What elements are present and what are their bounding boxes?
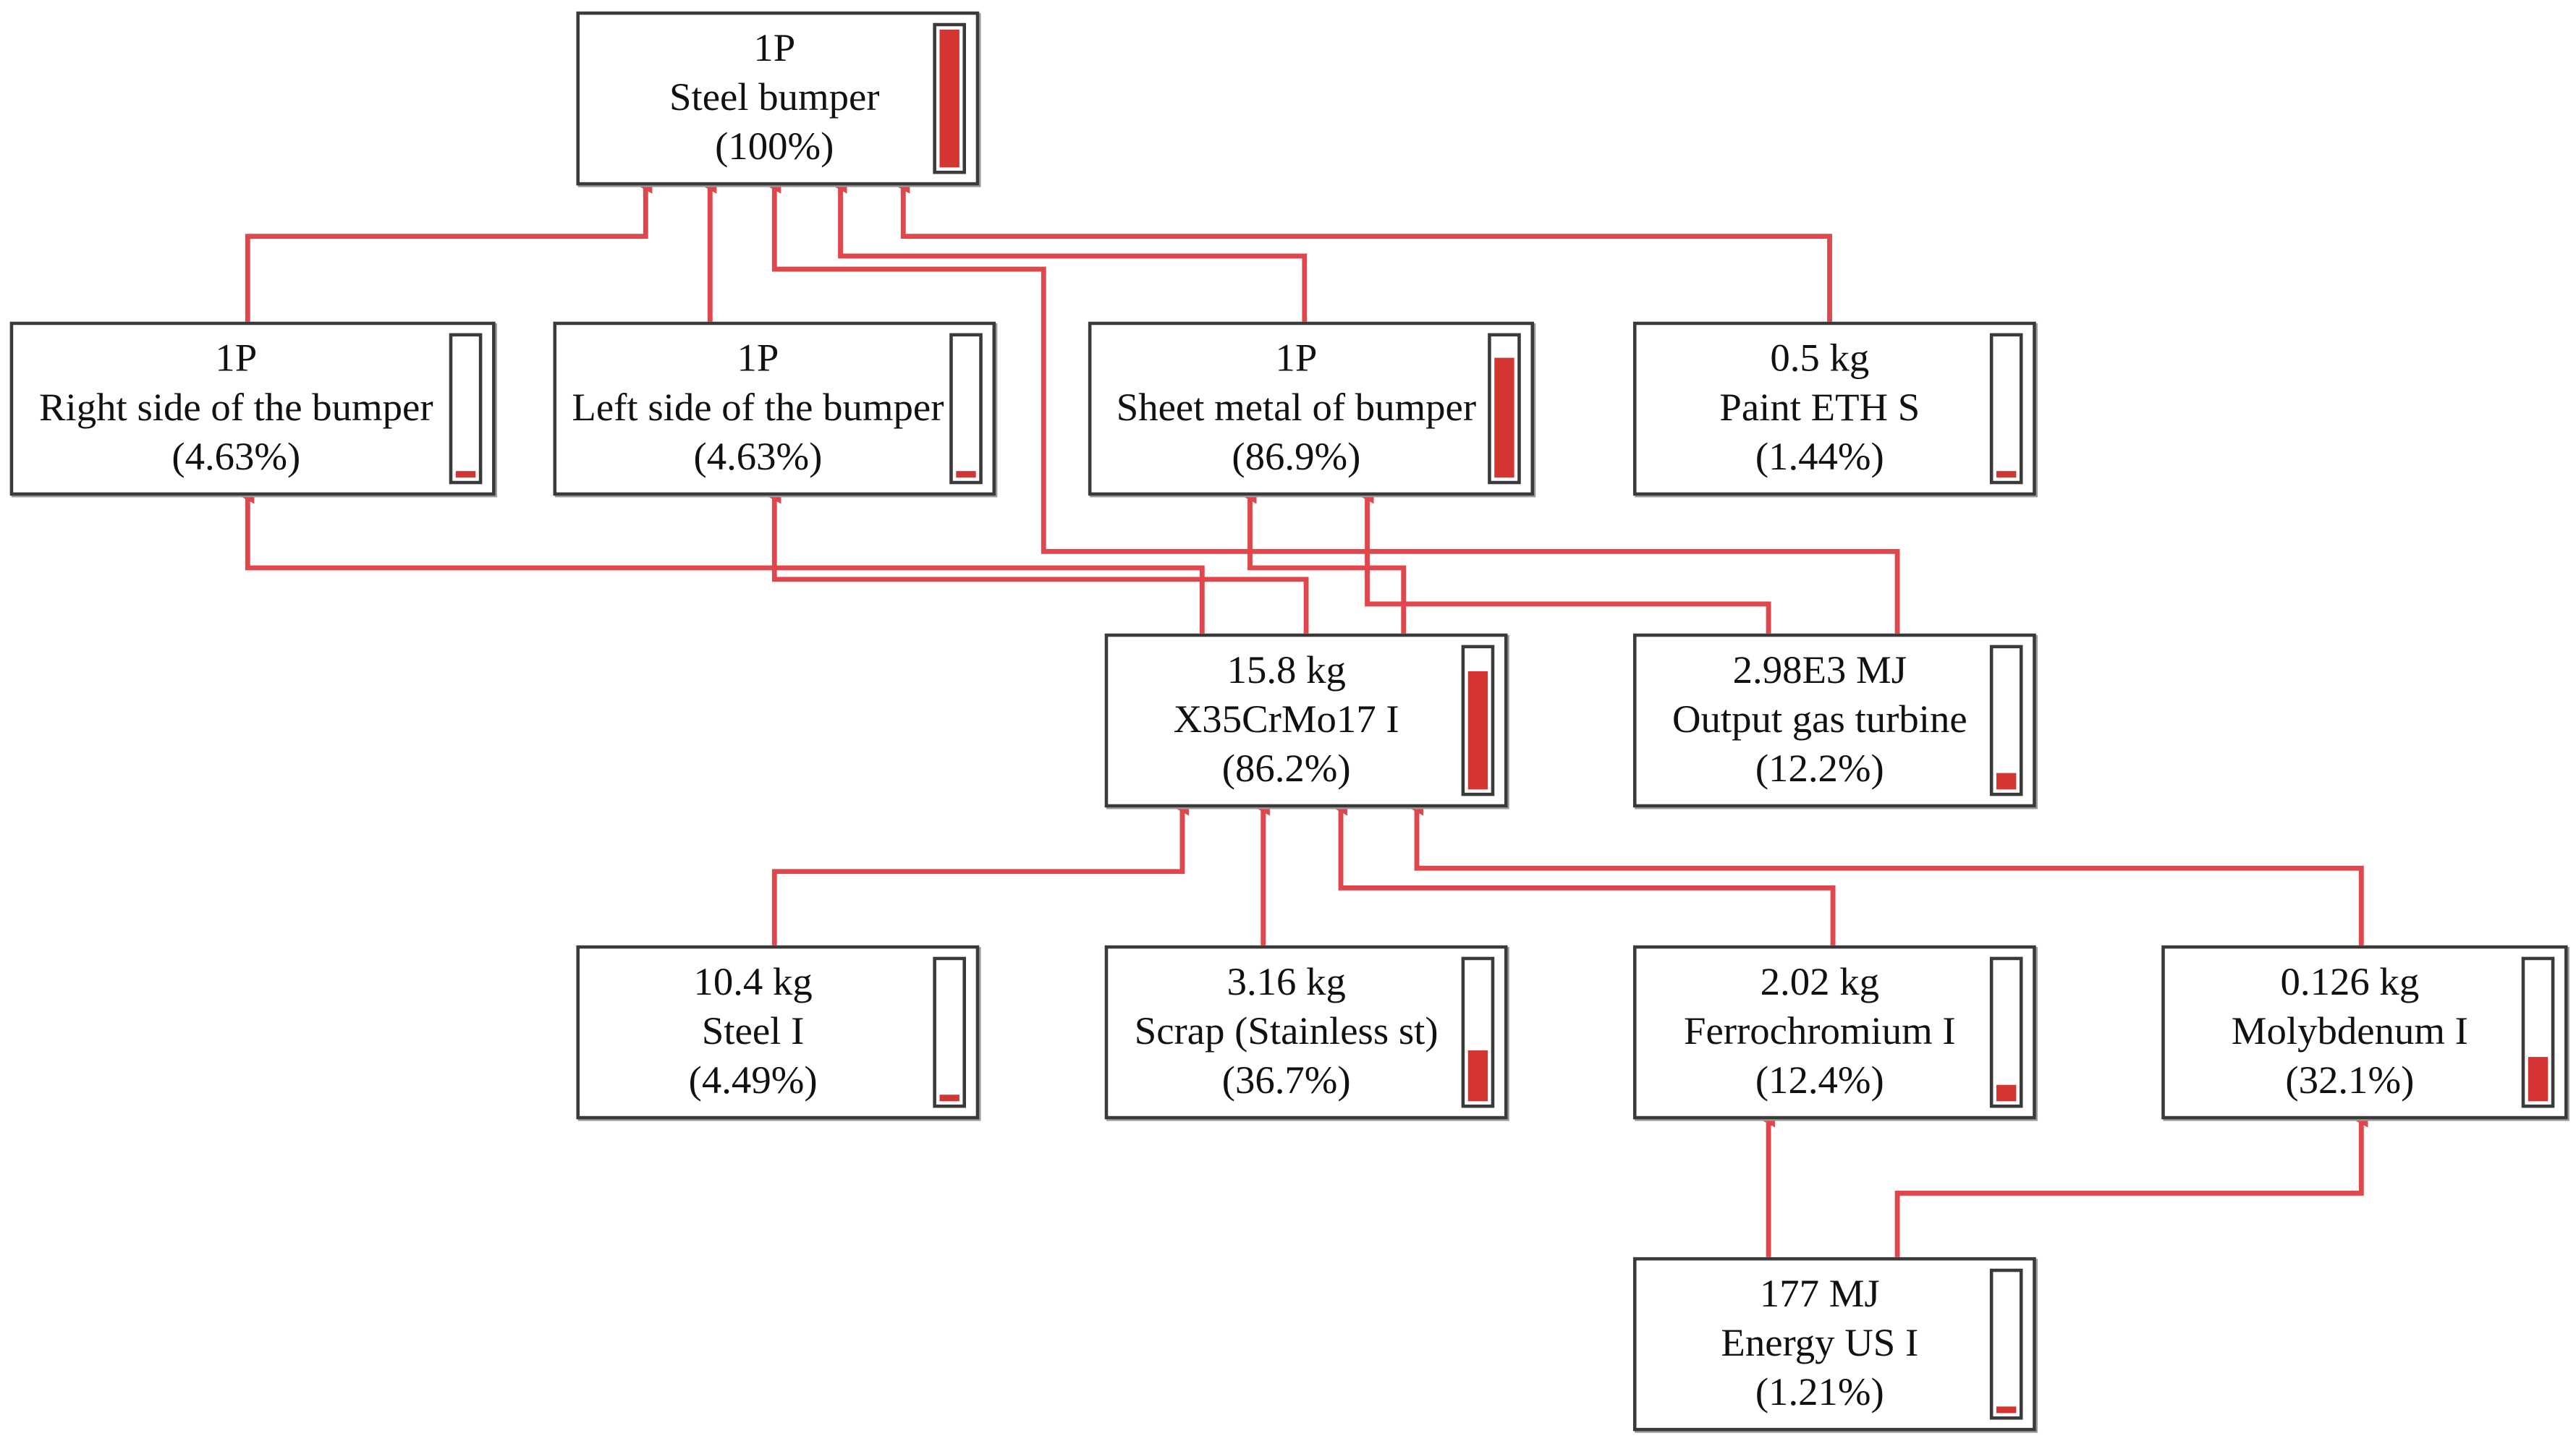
flow-arrow-x35-to-left-side — [766, 487, 1309, 634]
node-name: Molybdenum I — [2231, 1011, 2468, 1054]
meter-fill — [1996, 1406, 2017, 1414]
meter-fill — [939, 1094, 959, 1102]
flow-arrow-x35-to-right-side — [239, 487, 1205, 634]
node-percent: (86.2%) — [1221, 748, 1351, 791]
node-percent: (32.1%) — [2285, 1060, 2415, 1103]
node-percent: (4.49%) — [688, 1060, 818, 1103]
node-percent: (1.21%) — [1755, 1372, 1884, 1415]
node-name: Output gas turbine — [1672, 699, 1967, 742]
node-name: Steel I — [701, 1011, 805, 1054]
meter-fill — [1467, 1050, 1488, 1102]
node-paint-eth-s[interactable]: 0.5 kg Paint ETH S (1.44%) — [1632, 321, 2036, 496]
node-steel-i-text: 10.4 kg Steel I (4.49%) — [586, 953, 920, 1111]
node-name: Sheet metal of bumper — [1116, 387, 1477, 430]
node-molybdenum-i[interactable]: 0.126 kg Molybdenum I (32.1%) — [2161, 945, 2568, 1120]
node-name: Paint ETH S — [1719, 387, 1920, 430]
node-ferrochromium-meter — [1989, 956, 2023, 1108]
node-output-gas-turbine[interactable]: 2.98E3 MJ Output gas turbine (12.2%) — [1632, 633, 2036, 808]
node-percent: (1.44%) — [1755, 436, 1884, 480]
node-left-side-meter — [949, 333, 983, 485]
node-scrap-meter — [1461, 956, 1495, 1108]
meter-fill — [1996, 471, 2017, 478]
node-sheet-metal-of-bumper[interactable]: 1P Sheet metal of bumper (86.9%) — [1088, 321, 1535, 496]
node-amount: 2.98E3 MJ — [1732, 650, 1907, 693]
flow-arrow-gas-turbine-to-sheet-metal — [1359, 487, 1771, 634]
node-left-side-of-bumper[interactable]: 1P Left side of the bumper (4.63%) — [553, 321, 996, 496]
node-energy-us-text: 177 MJ Energy US I (1.21%) — [1643, 1265, 1996, 1423]
flow-arrow-right-side-to-steel-bumper — [245, 177, 653, 322]
flow-arrow-molybdenum-to-x35 — [1408, 799, 2364, 945]
node-x35crmo17-text: 15.8 kg X35CrMo17 I (86.2%) — [1114, 642, 1458, 799]
node-paint-text: 0.5 kg Paint ETH S (1.44%) — [1643, 330, 1996, 488]
node-name: X35CrMo17 I — [1173, 699, 1399, 742]
node-gas-turbine-text: 2.98E3 MJ Output gas turbine (12.2%) — [1643, 642, 1996, 799]
node-percent: (4.63%) — [171, 436, 301, 480]
node-percent: (4.63%) — [693, 436, 823, 480]
node-scrap-stainless[interactable]: 3.16 kg Scrap (Stainless st) (36.7%) — [1104, 945, 1508, 1120]
flow-arrow-steel-i-to-x35 — [771, 799, 1190, 945]
node-right-side-meter — [449, 333, 483, 485]
node-amount: 1P — [753, 27, 796, 71]
node-amount: 0.5 kg — [1770, 338, 1870, 381]
node-sheet-metal-text: 1P Sheet metal of bumper (86.9%) — [1098, 330, 1495, 488]
node-molybdenum-text: 0.126 kg Molybdenum I (32.1%) — [2172, 953, 2528, 1111]
flow-arrow-paint-to-steel-bumper — [894, 177, 1832, 322]
node-energy-us-i[interactable]: 177 MJ Energy US I (1.21%) — [1632, 1257, 2036, 1432]
node-amount: 177 MJ — [1759, 1273, 1880, 1317]
node-molybdenum-meter — [2521, 956, 2555, 1108]
meter-fill — [1494, 357, 1514, 478]
meter-fill — [455, 471, 476, 478]
node-amount: 1P — [215, 338, 258, 381]
node-name: Left side of the bumper — [572, 387, 944, 430]
node-name: Energy US I — [1721, 1322, 1919, 1366]
flow-arrow-energy-us-to-molybdenum — [1894, 1110, 2368, 1257]
node-amount: 1P — [1275, 338, 1318, 381]
meter-fill — [1996, 1084, 2017, 1102]
meter-fill — [1996, 773, 2017, 790]
node-amount: 10.4 kg — [693, 961, 813, 1005]
node-x35crmo17-meter — [1461, 645, 1495, 796]
node-amount: 15.8 kg — [1226, 650, 1346, 693]
flow-arrow-ferrochromium-to-x35 — [1332, 799, 1836, 945]
flow-arrow-sheet-metal-to-steel-bumper — [832, 177, 1308, 322]
node-energy-us-meter — [1989, 1268, 2023, 1420]
node-sheet-metal-meter — [1488, 333, 1521, 485]
node-amount: 2.02 kg — [1760, 961, 1879, 1005]
node-right-side-text: 1P Right side of the bumper (4.63%) — [20, 330, 452, 488]
meter-fill — [956, 471, 976, 478]
node-gas-turbine-meter — [1989, 645, 2023, 796]
node-paint-meter — [1989, 333, 2023, 485]
node-x35crmo17[interactable]: 15.8 kg X35CrMo17 I (86.2%) — [1104, 633, 1508, 808]
node-name: Right side of the bumper — [39, 387, 433, 430]
node-steel-i-meter — [933, 956, 966, 1108]
node-name: Ferrochromium I — [1683, 1011, 1956, 1054]
node-amount: 3.16 kg — [1226, 961, 1346, 1005]
node-percent: (36.7%) — [1221, 1060, 1351, 1103]
node-amount: 0.126 kg — [2280, 961, 2420, 1005]
meter-fill — [2528, 1057, 2549, 1102]
node-right-side-of-bumper[interactable]: 1P Right side of the bumper (4.63%) — [9, 321, 496, 496]
node-percent: (12.4%) — [1755, 1060, 1884, 1103]
node-name: Steel bumper — [669, 77, 880, 120]
meter-fill — [1467, 671, 1488, 790]
node-percent: (12.2%) — [1755, 748, 1884, 791]
meter-fill — [939, 29, 959, 168]
node-percent: (86.9%) — [1232, 436, 1361, 480]
node-ferrochromium-text: 2.02 kg Ferrochromium I (12.4%) — [1643, 953, 1996, 1111]
flow-arrow-x35-to-sheet-metal — [1242, 487, 1407, 634]
node-amount: 1P — [737, 338, 779, 381]
node-steel-i[interactable]: 10.4 kg Steel I (4.49%) — [576, 945, 980, 1120]
node-steel-bumper-text: 1P Steel bumper (100%) — [586, 20, 962, 177]
node-scrap-text: 3.16 kg Scrap (Stainless st) (36.7%) — [1114, 953, 1458, 1111]
node-ferrochromium-i[interactable]: 2.02 kg Ferrochromium I (12.4%) — [1632, 945, 2036, 1120]
node-steel-bumper-meter — [933, 22, 966, 174]
node-name: Scrap (Stainless st) — [1134, 1011, 1439, 1054]
node-steel-bumper[interactable]: 1P Steel bumper (100%) — [576, 11, 980, 186]
node-left-side-text: 1P Left side of the bumper (4.63%) — [563, 330, 953, 488]
node-percent: (100%) — [715, 126, 834, 169]
